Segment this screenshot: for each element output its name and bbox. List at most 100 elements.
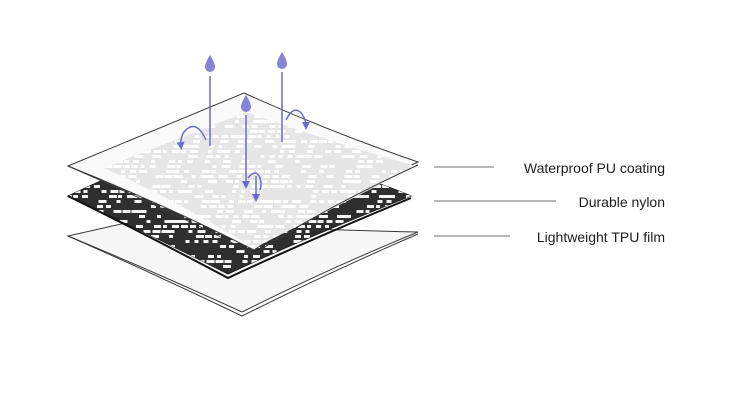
weave-cell <box>341 125 349 128</box>
weave-cell <box>239 165 248 168</box>
weave-cell <box>24 270 32 273</box>
weave-cell <box>25 250 31 253</box>
weave-cell <box>42 240 50 243</box>
weave-cell <box>310 200 316 203</box>
weave-cell <box>43 205 52 208</box>
weave-cell <box>401 225 407 228</box>
weave-cell <box>385 130 389 133</box>
weave-cell <box>85 110 92 113</box>
weave-cell <box>253 255 260 258</box>
weave-cell <box>46 165 52 168</box>
weave-cell <box>325 120 334 123</box>
weave-cell <box>341 155 351 158</box>
weave-cell <box>101 190 107 193</box>
weave-cell <box>0 160 2 163</box>
weave-cell <box>374 225 379 228</box>
weave-cell <box>88 145 97 148</box>
weave-cell <box>78 225 87 228</box>
weave-cell <box>113 165 122 168</box>
weave-cell <box>18 170 22 173</box>
weave-cell <box>9 170 15 173</box>
weave-cell <box>30 190 36 193</box>
weave-cell <box>73 255 82 258</box>
weave-cell <box>335 145 341 148</box>
weave-cell <box>18 260 25 263</box>
weave-cell <box>217 210 223 213</box>
weave-cell <box>152 185 161 188</box>
nylon-edge <box>67 195 412 280</box>
weave-cell <box>109 195 117 198</box>
weave-cell <box>121 170 125 173</box>
weave-cell <box>251 245 256 248</box>
weave-cell <box>98 200 107 203</box>
weave-cell <box>48 175 56 178</box>
weave-cell <box>265 140 274 143</box>
weave-cell <box>320 165 328 168</box>
weave-cell <box>55 180 61 183</box>
weave-cell <box>48 145 57 148</box>
weave-cell <box>81 215 89 218</box>
weave-cell <box>33 150 42 153</box>
weave-cell <box>244 210 253 213</box>
weave-cell <box>101 220 108 223</box>
weave-cell <box>423 155 430 158</box>
weave-cell <box>86 270 95 273</box>
weave-cell <box>271 180 279 183</box>
weave-cell <box>119 220 128 223</box>
weave-cell <box>265 230 271 233</box>
weave-cell <box>22 185 26 188</box>
weave-cell <box>239 135 246 138</box>
weave-cell <box>182 220 189 223</box>
weave-cell <box>269 125 276 128</box>
weave-cell <box>409 200 415 203</box>
weave-cell <box>385 220 390 223</box>
weave-cell <box>140 165 145 168</box>
weave-cell <box>370 225 377 228</box>
weave-cell <box>215 215 224 218</box>
weave-cell <box>175 112 182 113</box>
weave-cell <box>335 220 344 223</box>
weave-cell <box>152 125 158 128</box>
weave-cell <box>274 170 279 173</box>
weave-cell <box>151 160 155 163</box>
weave-cell <box>136 180 140 183</box>
vapor-flow <box>176 52 310 202</box>
weave-cell <box>326 115 335 118</box>
weave-cell <box>227 205 234 208</box>
weave-cell <box>316 225 321 228</box>
leader-lines <box>434 166 556 237</box>
weave-cell <box>175 170 179 173</box>
weave-cell <box>4 275 9 278</box>
weave-cell <box>49 185 55 188</box>
weave-cell <box>329 165 335 168</box>
weave-cell <box>298 225 305 228</box>
weave-cell <box>66 205 73 208</box>
weave-cell <box>121 275 128 278</box>
weave-cell <box>263 205 273 208</box>
weave-cell <box>397 180 406 183</box>
weave-cell <box>124 160 129 163</box>
weave-cell <box>241 160 249 163</box>
weave-cell <box>75 205 81 208</box>
weave-cell <box>364 112 372 113</box>
weave-cell <box>9 200 13 203</box>
tpu-film-edge <box>67 233 419 317</box>
weave-cell <box>406 180 411 183</box>
weave-cell <box>190 150 198 153</box>
weave-cell <box>130 170 136 173</box>
weave-cell <box>307 210 315 213</box>
weave-cell <box>226 150 230 153</box>
weave-cell <box>57 115 66 118</box>
weave-cell <box>19 165 23 168</box>
weave-cell <box>134 200 142 203</box>
weave-cell <box>88 265 95 268</box>
weave-cell <box>421 130 429 133</box>
weave-cell <box>68 250 72 253</box>
weave-cell <box>323 185 333 188</box>
weave-cell <box>229 170 237 173</box>
weave-cell <box>295 160 300 163</box>
weave-cell <box>36 170 40 173</box>
weave-cell <box>15 180 20 183</box>
weave-cell <box>197 215 207 218</box>
weave-cell <box>343 180 352 183</box>
